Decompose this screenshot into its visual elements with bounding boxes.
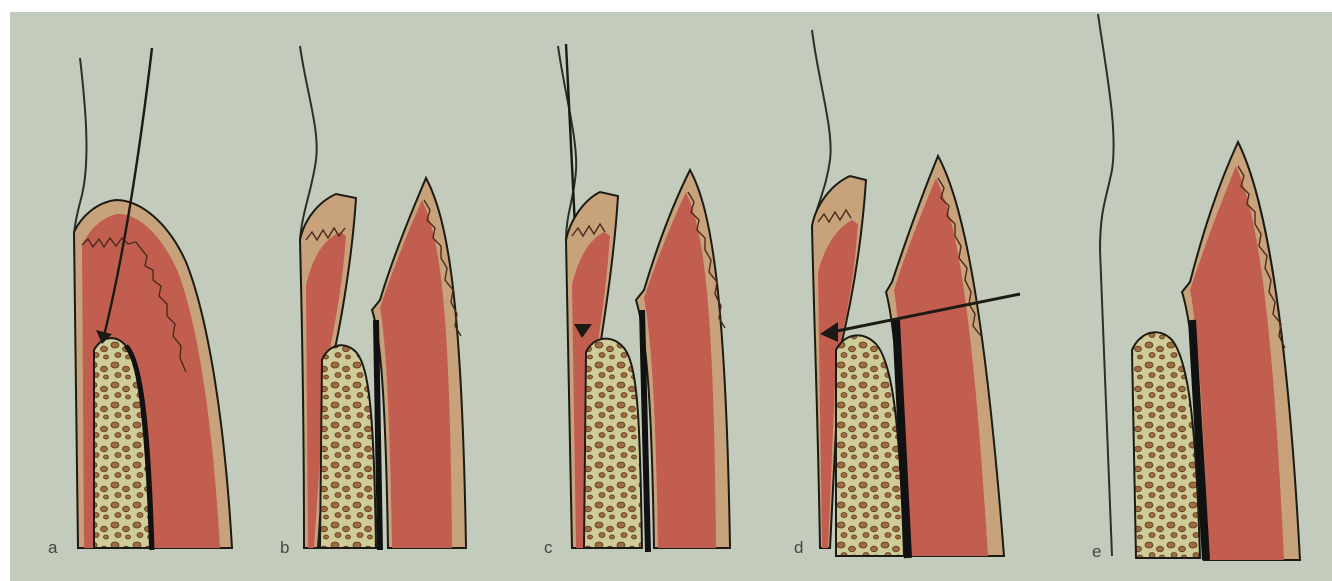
panel-label-a: a [48, 538, 58, 557]
panel-label-c: c [544, 538, 553, 557]
root-surface [376, 320, 380, 550]
panel-label-d: d [794, 538, 803, 557]
panel-label-e: e [1092, 542, 1101, 561]
alveolar-bone [584, 339, 642, 548]
panel-label-b: b [280, 538, 289, 557]
